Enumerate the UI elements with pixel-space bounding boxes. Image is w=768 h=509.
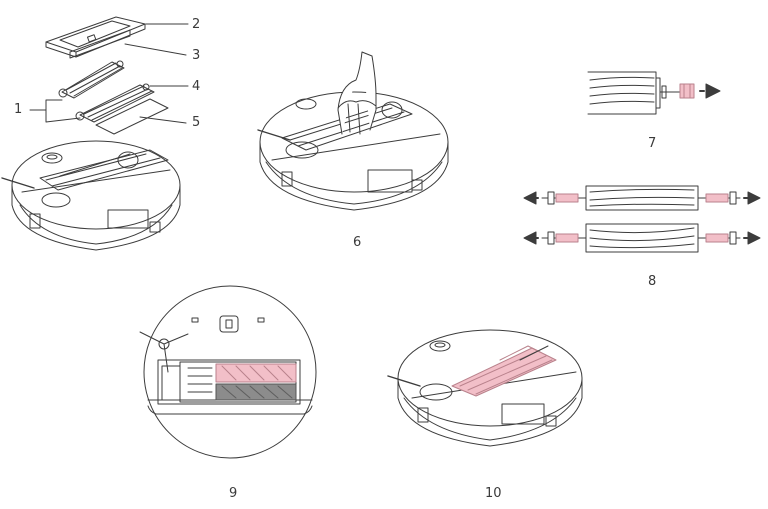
figure-7-remove-end-cap [588, 72, 720, 114]
figure-10-reinstall-brush [388, 330, 582, 446]
figure-8-remove-shafts [524, 186, 760, 252]
part-label-3: 3 [192, 49, 200, 62]
gray-brush [216, 384, 296, 400]
highlighted-brush-assembly [452, 348, 556, 396]
step-label-6: 6 [353, 236, 361, 249]
arrow-right-icon [700, 84, 720, 98]
main-brush-upper [59, 61, 124, 98]
part-label-5: 5 [192, 116, 200, 129]
robot-vacuum-left [2, 141, 180, 250]
leader-line-3 [125, 44, 186, 55]
step-label-7: 7 [648, 137, 656, 150]
brush-cover [46, 17, 145, 57]
leader-bracket-1 [30, 100, 80, 122]
step-label-8: 8 [648, 275, 656, 288]
arrow-left-icon [524, 232, 538, 244]
step-label-10: 10 [485, 487, 502, 500]
arrow-right-icon [744, 192, 760, 204]
figure-9-underside [140, 286, 316, 458]
arrow-left-icon [524, 192, 538, 204]
part-label-2: 2 [192, 18, 200, 31]
figure-6-remove-brush [258, 52, 448, 210]
hand-icon [338, 52, 376, 134]
figure-exploded-parts [30, 17, 188, 134]
highlighted-brush [216, 364, 296, 382]
leader-line-5 [140, 117, 186, 123]
brush-row-1 [524, 186, 760, 210]
brush-row-2 [524, 224, 760, 252]
step-label-9: 9 [229, 487, 237, 500]
part-label-4: 4 [192, 80, 200, 93]
arrow-right-icon [744, 232, 760, 244]
part-label-1: 1 [14, 103, 22, 116]
